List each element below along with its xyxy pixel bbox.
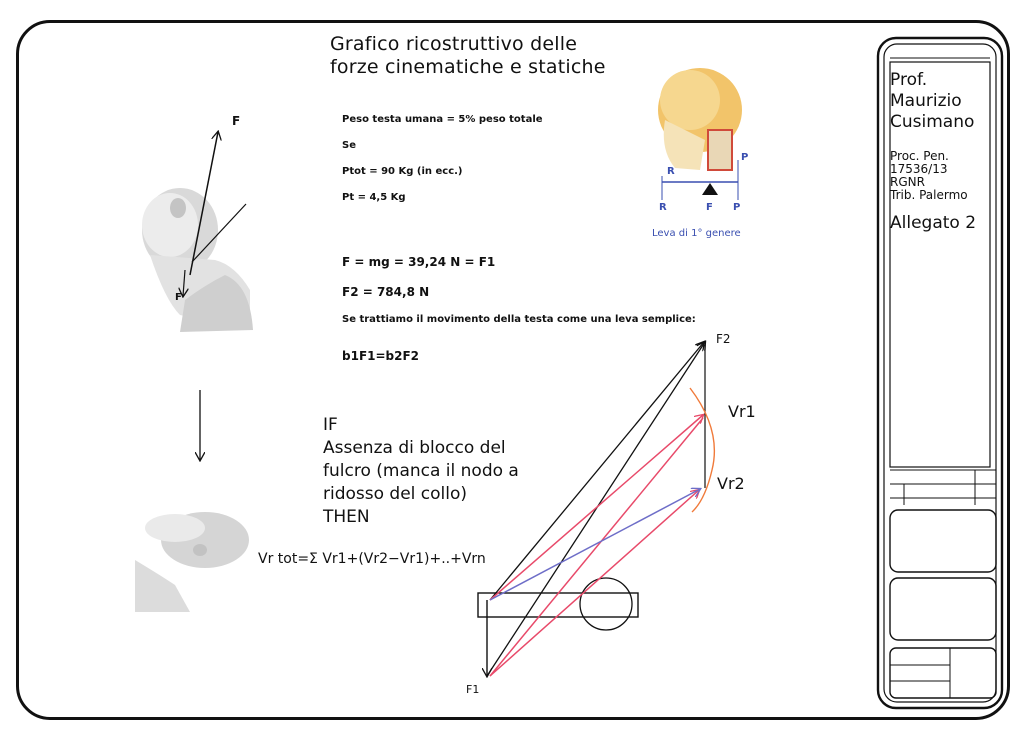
lever-label-p: P — [733, 202, 741, 213]
vector-red-lower — [489, 417, 704, 677]
title-line-2: forze cinematiche e statiche — [330, 56, 606, 78]
formula-se: Se — [342, 140, 356, 151]
lever-label-r: R — [659, 202, 667, 213]
head-upright-illustration — [142, 188, 253, 332]
case-line-2: 17536/13 — [890, 162, 948, 176]
formula-leva-text: Se trattiamo il movimento della testa co… — [342, 314, 696, 325]
formula-f2: F2 = 784,8 N — [342, 285, 430, 299]
case-line-1: Proc. Pen. — [890, 149, 949, 163]
skull-lever-illustration — [658, 68, 742, 200]
condition-line-1: IF — [323, 415, 338, 435]
author-line-1: Prof. — [890, 70, 928, 90]
force-label-f1: F1 — [466, 683, 480, 696]
condition-line-4: ridosso del collo) — [323, 484, 468, 504]
rotation-arc — [689, 387, 716, 513]
drawing-frame — [16, 20, 1010, 720]
title-line-1: Grafico ricostruttivo delle — [330, 33, 578, 55]
lever-bar — [477, 592, 639, 618]
force-arrow-f-small — [183, 269, 185, 296]
case-line-4: Trib. Palermo — [890, 188, 968, 202]
formula-vr-tot: Vr tot=Σ Vr1+(Vr2−Vr1)+..+Vrn — [258, 551, 486, 567]
formula-ptot: Ptot = 90 Kg (in ecc.) — [342, 166, 463, 177]
author-line-2: Maurizio — [890, 91, 962, 111]
lever-label-f: F — [706, 202, 713, 213]
formula-pt: Pt = 4,5 Kg — [342, 192, 406, 203]
lever-label-r-top: R — [667, 166, 675, 177]
vector-vr1-red — [489, 415, 703, 601]
vector-resultant — [489, 342, 704, 601]
force-arrow-f — [189, 132, 218, 276]
fulcrum-circle — [579, 577, 633, 631]
force-label-f-top: F — [232, 114, 241, 128]
attachment-label: Allegato 2 — [890, 213, 977, 233]
force-diagram — [477, 342, 716, 677]
formula-peso: Peso testa umana = 5% peso totale — [342, 114, 543, 125]
force-label-f-small: F — [175, 292, 182, 303]
case-line-3: RGNR — [890, 175, 925, 189]
condition-line-2: Assenza di blocco del — [323, 438, 506, 458]
force-label-f2: F2 — [716, 332, 731, 346]
vector-vr2-blue — [489, 489, 700, 601]
author-name: Prof. Maurizio Cusimano — [890, 70, 974, 133]
condition-block: IF Assenza di blocco del fulcro (manca i… — [323, 414, 519, 529]
author-line-3: Cusimano — [890, 112, 975, 132]
neck-line — [191, 203, 247, 263]
vector-f2-diagonal — [486, 342, 705, 677]
force-label-vr2: Vr2 — [717, 474, 745, 493]
diagram-title: Grafico ricostruttivo delle forze cinema… — [330, 33, 606, 79]
condition-line-3: fulcro (manca il nodo a — [323, 461, 519, 481]
head-tilted-illustration — [135, 512, 249, 612]
case-reference: Proc. Pen. 17536/13 RGNR Trib. Palermo — [890, 150, 968, 202]
force-label-vr1: Vr1 — [728, 402, 756, 421]
vector-vr2-red — [489, 490, 699, 677]
formula-equation: b1F1=b2F2 — [342, 349, 420, 363]
title-block — [876, 36, 1004, 710]
lever-label-p-top: P — [741, 152, 749, 163]
formula-f-mg: F = mg = 39,24 N = F1 — [342, 255, 496, 269]
lever-caption: Leva di 1° genere — [652, 228, 741, 239]
condition-line-5: THEN — [323, 507, 370, 527]
